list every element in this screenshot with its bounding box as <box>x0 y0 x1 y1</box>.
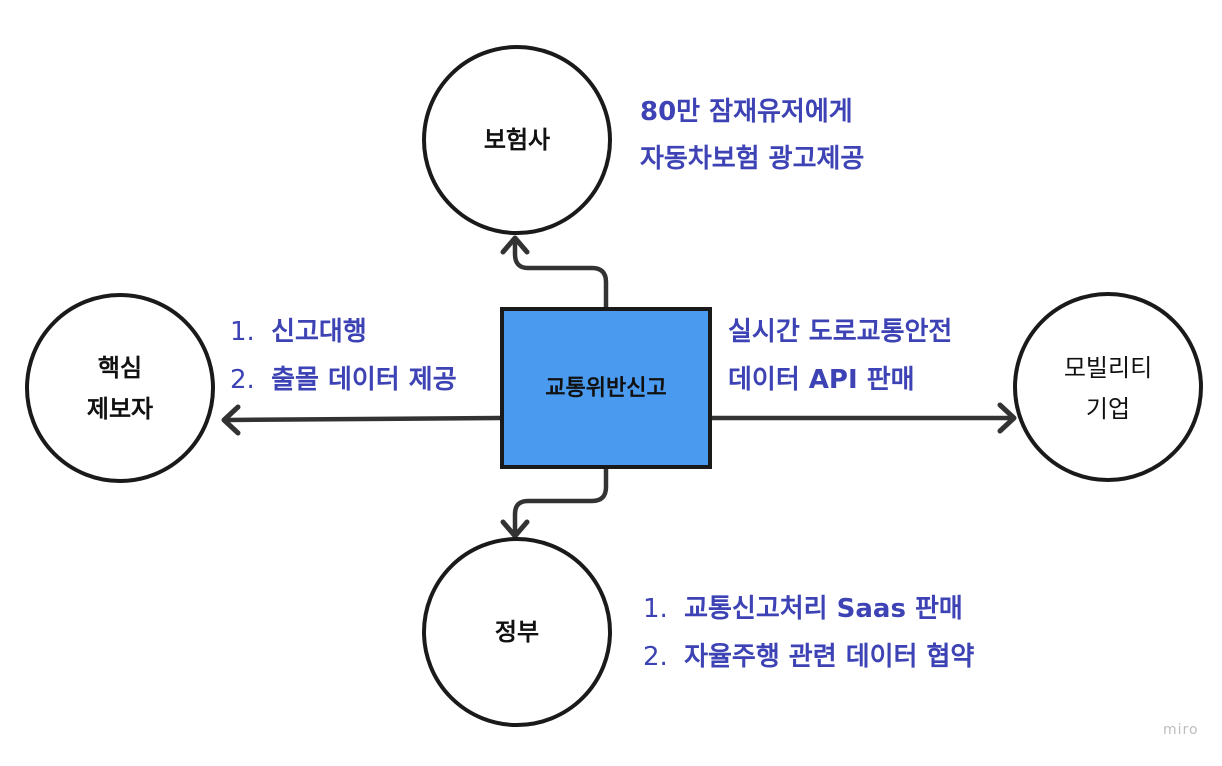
reporter-circle <box>25 293 215 483</box>
reporter-label-line2: 제보자 <box>87 395 153 423</box>
annotation-government-text-1: 교통신고처리 Saas 판매 <box>684 594 963 624</box>
center-label: 교통위반신고 <box>545 376 666 401</box>
annotation-insurance: 80만 잠재유저에게 자동차보험 광고제공 <box>640 97 864 174</box>
insurance-label: 보험사 <box>484 126 550 154</box>
edge-center-to-insurance <box>512 239 609 310</box>
annotation-government-num-2: 2. <box>643 642 668 672</box>
arrowhead-government <box>500 519 530 539</box>
reporter-label-line1: 핵심 <box>98 354 142 382</box>
edge-center-to-reporter <box>223 415 503 423</box>
mobility-label-line1: 모빌리티 <box>1064 354 1152 382</box>
annotation-mobility-line1: 실시간 도로교통안전 <box>728 317 952 347</box>
annotation-government-num-1: 1. <box>643 594 668 624</box>
annotation-mobility: 실시간 도로교통안전 데이터 API 판매 <box>728 317 952 395</box>
government-circle <box>422 537 612 727</box>
svg-text:데이터 API 판매: 데이터 API 판매 <box>728 365 915 395</box>
node-reporter[interactable]: 핵심 제보자 <box>25 293 215 483</box>
edge-center-to-government <box>512 466 609 535</box>
node-government[interactable]: 정부 <box>422 537 612 727</box>
svg-text:1. 교통신고처리 Saas 판매: 1. 교통신고처리 Saas 판매 <box>643 594 963 624</box>
annotation-government: 1. 교통신고처리 Saas 판매 2. 자율주행 관련 데이터 협약 <box>643 594 974 672</box>
node-center[interactable]: 교통위반신고 <box>500 307 712 469</box>
svg-text:2. 자율주행 관련 데이터 협약: 2. 자율주행 관련 데이터 협약 <box>643 642 974 672</box>
insurance-circle <box>422 45 612 235</box>
miro-watermark: miro <box>1163 722 1199 738</box>
arrowhead-insurance <box>500 235 530 255</box>
annotation-reporter: 1. 신고대행 2. 출몰 데이터 제공 <box>230 317 457 395</box>
annotation-reporter-text-1: 신고대행 <box>271 317 367 347</box>
annotation-reporter-num-1: 1. <box>230 317 255 347</box>
mobility-circle <box>1013 292 1203 482</box>
svg-text:1. 신고대행: 1. 신고대행 <box>230 317 367 347</box>
mobility-label-line2: 기업 <box>1086 395 1130 423</box>
government-label: 정부 <box>495 618 539 646</box>
svg-text:자동차보험 광고제공: 자동차보험 광고제공 <box>640 144 864 174</box>
svg-text:2. 출몰 데이터 제공: 2. 출몰 데이터 제공 <box>230 365 457 395</box>
annotation-reporter-text-2: 출몰 데이터 제공 <box>271 365 457 395</box>
svg-text:80만 잠재유저에게: 80만 잠재유저에게 <box>640 97 853 127</box>
node-insurance[interactable]: 보험사 <box>422 45 612 235</box>
annotation-insurance-line2: 자동차보험 광고제공 <box>640 144 864 174</box>
center-box <box>500 307 712 469</box>
annotation-government-text-2: 자율주행 관련 데이터 협약 <box>684 642 974 672</box>
annotation-mobility-line2: 데이터 API 판매 <box>728 365 915 395</box>
annotation-insurance-line1: 80만 잠재유저에게 <box>640 97 853 127</box>
arrowhead-mobility <box>997 402 1017 434</box>
svg-text:실시간 도로교통안전: 실시간 도로교통안전 <box>728 317 952 347</box>
arrowhead-reporter <box>221 404 241 436</box>
annotation-reporter-num-2: 2. <box>230 365 255 395</box>
node-mobility[interactable]: 모빌리티 기업 <box>1013 292 1203 482</box>
